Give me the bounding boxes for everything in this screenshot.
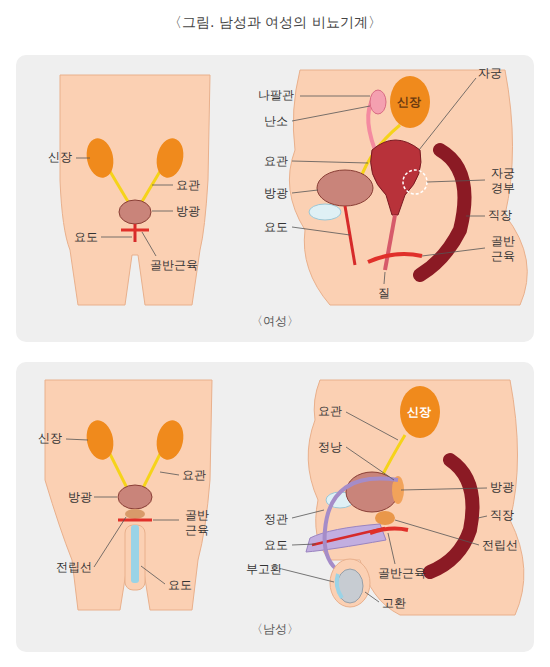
part-label: 요도 bbox=[264, 220, 288, 235]
part-label: 골반근육 bbox=[150, 258, 198, 273]
part-label: 요관 bbox=[182, 468, 206, 483]
panel-caption: 〈남성〉 bbox=[251, 622, 299, 637]
part-label: 방광 bbox=[68, 490, 92, 505]
part-label: 요도 bbox=[264, 538, 288, 553]
part-label: 요관 bbox=[318, 404, 342, 419]
male-front-figure bbox=[45, 380, 212, 610]
part-label: 자궁 경부 bbox=[488, 166, 518, 196]
female-front-figure bbox=[60, 75, 210, 305]
part-label: 정관 bbox=[264, 512, 288, 527]
part-label: 요관 bbox=[176, 178, 200, 193]
part-label: 골반근육 bbox=[378, 566, 426, 581]
part-label: 신장 bbox=[48, 150, 72, 165]
part-label: 고환 bbox=[382, 596, 406, 611]
panel bbox=[16, 362, 534, 652]
part-label: 골반 근육 bbox=[488, 234, 518, 264]
part-label: 정낭 bbox=[318, 440, 342, 455]
part-label: 전립선 bbox=[482, 538, 518, 553]
leader-lines bbox=[66, 78, 487, 602]
part-label: 요관 bbox=[264, 154, 288, 169]
panel-caption: 〈여성〉 bbox=[251, 314, 299, 329]
part-label: 자궁 bbox=[478, 66, 502, 81]
part-label: 방광 bbox=[490, 480, 514, 495]
part-label: 부고환 bbox=[246, 562, 282, 577]
figure-title: 〈그림. 남성과 여성의 비뇨기계〉 bbox=[168, 14, 382, 32]
part-label: 신장 bbox=[38, 431, 62, 446]
female-side-figure bbox=[289, 70, 527, 305]
part-label: 난소 bbox=[264, 114, 288, 129]
part-label: 신장 bbox=[407, 405, 431, 420]
part-label: 골반 근육 bbox=[182, 508, 212, 538]
part-label: 질 bbox=[378, 286, 390, 301]
male-side-figure bbox=[306, 380, 524, 615]
part-label: 전립선 bbox=[56, 560, 92, 575]
part-label: 직장 bbox=[490, 508, 514, 523]
part-label: 직장 bbox=[488, 208, 512, 223]
part-label: 방광 bbox=[264, 186, 288, 201]
part-label: 나팔관 bbox=[258, 88, 294, 103]
panel bbox=[16, 55, 534, 342]
part-label: 신장 bbox=[397, 95, 421, 110]
part-label: 방광 bbox=[176, 204, 200, 219]
part-label: 요도 bbox=[168, 578, 192, 593]
part-label: 요도 bbox=[74, 230, 98, 245]
